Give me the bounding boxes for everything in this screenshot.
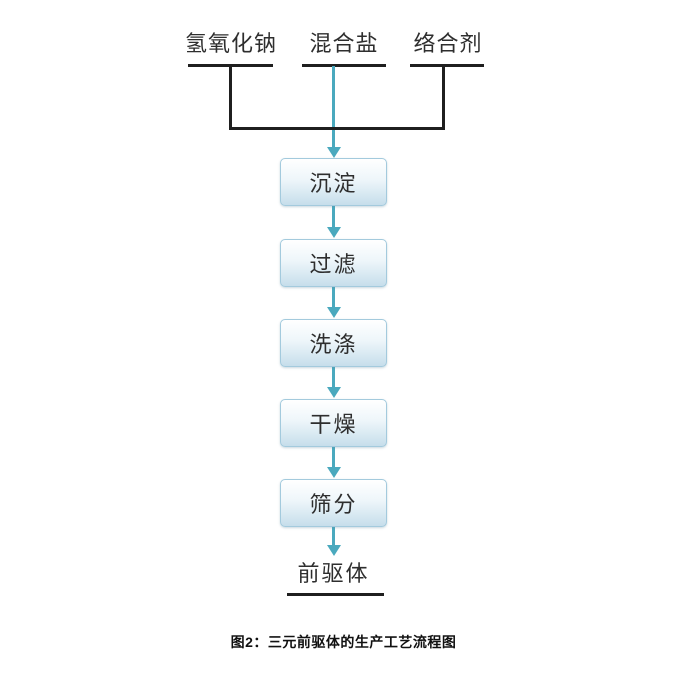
connector-right-vertical-line [442, 65, 445, 130]
input-label-mixed-salt: 混合盐 [309, 31, 379, 56]
flow-arrowhead-icon [327, 307, 341, 318]
input-label-sodium-hydroxide: 氢氧化钠 [185, 31, 278, 56]
step-box-filtration: 过滤 [280, 239, 387, 287]
flow-arrow-line-output [332, 527, 335, 546]
flow-arrowhead-icon [327, 545, 341, 556]
output-label-precursor: 前驱体 [297, 561, 370, 586]
flow-arrow-line-main [332, 66, 335, 148]
underline-mixed-salt [302, 64, 386, 67]
flow-arrowhead-icon [327, 467, 341, 478]
flow-arrow-line [332, 447, 335, 468]
flow-arrowhead-icon [327, 147, 341, 158]
flow-arrow-line [332, 367, 335, 388]
step-box-precipitation: 沉淀 [280, 158, 387, 206]
underline-precursor [287, 593, 384, 596]
connector-left-vertical-line [229, 65, 232, 130]
step-box-sieving: 筛分 [280, 479, 387, 527]
input-label-complexing-agent: 络合剂 [413, 31, 483, 56]
flow-arrowhead-icon [327, 387, 341, 398]
underline-complexing-agent [410, 64, 484, 67]
figure-caption: 图2：三元前驱体的生产工艺流程图 [230, 634, 457, 650]
flow-arrowhead-icon [327, 227, 341, 238]
step-box-drying: 干燥 [280, 399, 387, 447]
connector-horizontal-line [229, 127, 445, 130]
step-box-washing: 洗涤 [280, 319, 387, 367]
flow-arrow-line [332, 287, 335, 308]
flow-arrow-line [332, 206, 335, 228]
